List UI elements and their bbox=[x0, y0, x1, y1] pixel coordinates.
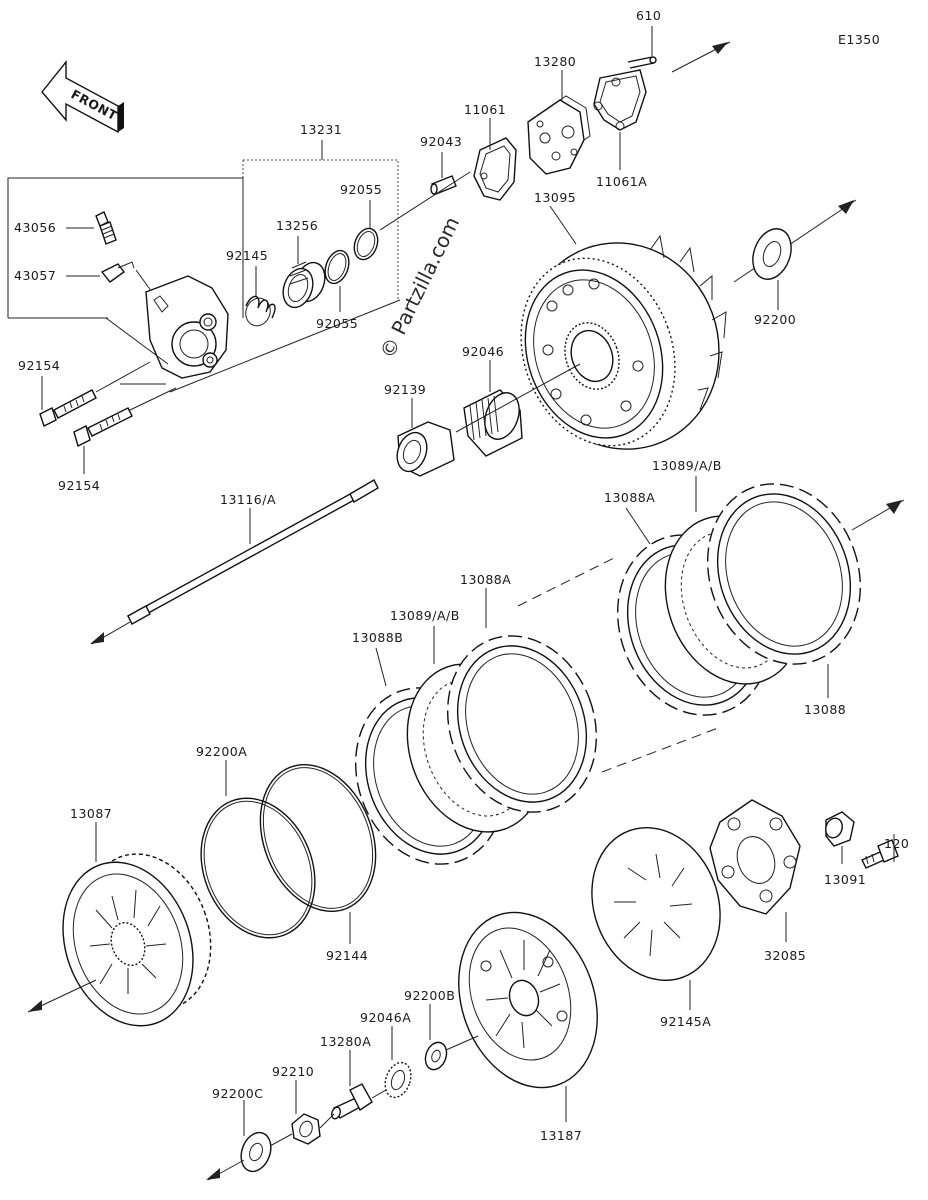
axis-line bbox=[135, 269, 153, 293]
label-13089AB-top: 13089/A/B bbox=[652, 458, 722, 473]
label-92210: 92210 bbox=[272, 1064, 314, 1079]
label-13087: 13087 bbox=[70, 806, 112, 821]
part-43057-cap[interactable] bbox=[100, 261, 135, 283]
part-92046-needle-bearing[interactable] bbox=[463, 388, 525, 457]
part-13187-pressure-plate[interactable] bbox=[435, 893, 621, 1107]
part-13091-collar[interactable] bbox=[823, 811, 855, 847]
part-13280A-pusher[interactable] bbox=[330, 1083, 373, 1120]
label-92200C: 92200C bbox=[212, 1086, 264, 1101]
label-92046A: 92046A bbox=[360, 1010, 411, 1025]
part-120-bolt[interactable] bbox=[861, 839, 899, 869]
part-13116A-push-rod[interactable] bbox=[126, 479, 379, 625]
label-13088: 13088 bbox=[804, 702, 846, 717]
part-92154-bolt-top[interactable] bbox=[39, 389, 97, 427]
label-43056: 43056 bbox=[14, 220, 56, 235]
label-120: 120 bbox=[884, 836, 909, 851]
part-13088A-friction-plate-lower[interactable] bbox=[424, 615, 621, 833]
label-13231: 13231 bbox=[300, 122, 342, 137]
part-92055-oring-top[interactable] bbox=[350, 225, 382, 263]
part-92145-spring[interactable] bbox=[242, 295, 276, 330]
axis-line bbox=[169, 299, 401, 393]
label-11061A: 11061A bbox=[596, 174, 647, 189]
label-610: 610 bbox=[636, 8, 661, 23]
axis-line bbox=[455, 363, 581, 433]
axis-line bbox=[95, 361, 151, 393]
axis-line bbox=[319, 1113, 335, 1129]
label-43057: 43057 bbox=[14, 268, 56, 283]
part-92145A-spring-plate[interactable] bbox=[571, 809, 741, 998]
label-13088B: 13088B bbox=[352, 630, 403, 645]
label-92154-bot: 92154 bbox=[58, 478, 100, 493]
axis-line bbox=[733, 199, 857, 283]
part-92055-oring-bottom[interactable] bbox=[321, 247, 353, 286]
leader-13088B bbox=[375, 647, 387, 687]
part-610-pin[interactable] bbox=[627, 56, 657, 69]
label-32085: 32085 bbox=[764, 948, 806, 963]
label-92154-top: 92154 bbox=[18, 358, 60, 373]
axis-line bbox=[445, 1035, 479, 1051]
label-92055-bot: 92055 bbox=[316, 316, 358, 331]
diagram-code: E1350 bbox=[838, 32, 880, 47]
label-13280A: 13280A bbox=[320, 1034, 371, 1049]
part-92139-collar[interactable] bbox=[392, 421, 455, 477]
label-92145A: 92145A bbox=[660, 1014, 711, 1029]
part-13280-cover[interactable] bbox=[527, 95, 591, 175]
label-92144: 92144 bbox=[326, 948, 368, 963]
part-43056-bleeder[interactable] bbox=[95, 211, 117, 245]
leader-13095 bbox=[549, 205, 577, 245]
part-92200B-washer[interactable] bbox=[422, 1039, 450, 1072]
part-92144-ring[interactable] bbox=[239, 747, 396, 928]
label-92139: 92139 bbox=[384, 382, 426, 397]
part-92046A-bearing[interactable] bbox=[381, 1059, 416, 1101]
dashed-link-top bbox=[517, 555, 619, 607]
axis-line bbox=[371, 1089, 387, 1099]
part-92200A-ring[interactable] bbox=[181, 781, 335, 955]
part-92200C-washer[interactable] bbox=[236, 1128, 276, 1175]
bracket-box bbox=[7, 177, 244, 318]
bracket-13231-top bbox=[243, 159, 399, 300]
part-11061-gasket[interactable] bbox=[473, 137, 517, 201]
part-13231-cylinder[interactable] bbox=[145, 275, 229, 379]
part-92210-nut[interactable] bbox=[291, 1113, 321, 1145]
bracket-diag bbox=[105, 317, 169, 365]
part-32085-plate[interactable] bbox=[709, 799, 801, 915]
dashed-link-bottom bbox=[601, 727, 719, 773]
label-11061: 11061 bbox=[464, 102, 506, 117]
label-13187: 13187 bbox=[540, 1128, 582, 1143]
label-13091: 13091 bbox=[824, 872, 866, 887]
part-92200-washer[interactable] bbox=[746, 223, 798, 284]
watermark: © Partzilla.com bbox=[375, 213, 464, 362]
label-92043: 92043 bbox=[420, 134, 462, 149]
label-13116A: 13116/A bbox=[220, 492, 276, 507]
label-13256: 13256 bbox=[276, 218, 318, 233]
label-92145: 92145 bbox=[226, 248, 268, 263]
label-13280: 13280 bbox=[534, 54, 576, 69]
part-13095-clutch-housing[interactable] bbox=[496, 215, 748, 476]
label-92046: 92046 bbox=[462, 344, 504, 359]
label-13095: 13095 bbox=[534, 190, 576, 205]
label-13088A-top: 13088A bbox=[604, 490, 655, 505]
label-13088A-mid: 13088A bbox=[460, 572, 511, 587]
label-13089AB-mid: 13089/A/B bbox=[390, 608, 460, 623]
part-92154-bolt-bottom[interactable] bbox=[73, 407, 133, 448]
axis-line bbox=[269, 1133, 293, 1147]
part-11061A-gasket[interactable] bbox=[593, 69, 647, 131]
label-92200: 92200 bbox=[754, 312, 796, 327]
part-13256-piston[interactable] bbox=[278, 258, 330, 311]
leader-13088A-top bbox=[625, 507, 651, 545]
part-13087-clutch-hub[interactable] bbox=[41, 836, 232, 1044]
front-arrow-icon: FRONT bbox=[41, 60, 124, 134]
label-92200B: 92200B bbox=[404, 988, 455, 1003]
axis-line bbox=[129, 387, 177, 411]
axis-line bbox=[379, 171, 471, 231]
label-92200A: 92200A bbox=[196, 744, 247, 759]
label-92055-top: 92055 bbox=[340, 182, 382, 197]
part-92043-pin[interactable] bbox=[430, 175, 457, 195]
part-13088-friction-plate[interactable] bbox=[683, 462, 885, 686]
